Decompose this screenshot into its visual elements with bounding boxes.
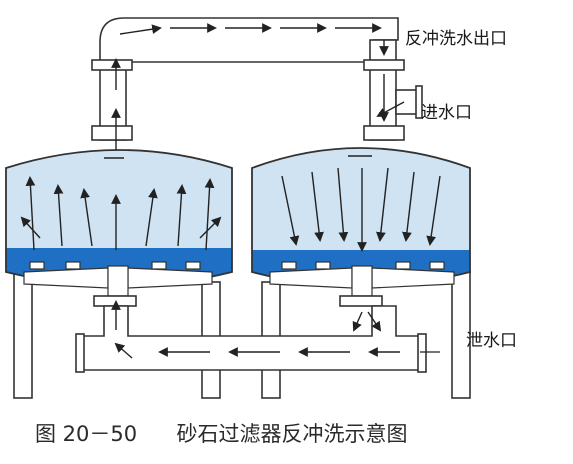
figure-number: 图 20－50	[35, 422, 138, 446]
flow-arrow	[80, 188, 93, 247]
flow-arrow	[119, 24, 162, 35]
backwash-outlet-label: 反冲洗水出口	[405, 29, 507, 49]
flow-arrow	[337, 167, 349, 242]
flow-arrow	[114, 342, 133, 359]
flow-arrow	[426, 175, 441, 246]
flow-arrow	[376, 101, 405, 117]
flow-arrow	[25, 176, 36, 251]
left-filter-tank	[5, 149, 233, 297]
flow-arrow	[176, 184, 187, 247]
flow-arrow	[375, 167, 389, 242]
drain-label: 泄水口	[466, 331, 517, 351]
inlet-label: 进水口	[421, 103, 472, 123]
figure-caption: 图 20－50 砂石过滤器反冲洗示意图	[35, 418, 408, 448]
right-filter-tank	[251, 147, 471, 297]
flow-arrow	[199, 216, 222, 239]
flow-arrow	[367, 311, 382, 332]
support-legs	[13, 267, 471, 399]
bottom-pipe	[75, 295, 427, 373]
flow-arrow	[402, 171, 415, 242]
flow-arrow	[145, 188, 158, 247]
flow-arrow	[204, 178, 215, 251]
flow-arrow	[20, 216, 41, 239]
top-backwash-pipe	[91, 17, 423, 141]
valve-markers	[104, 155, 372, 159]
figure-title: 砂石过滤器反冲洗示意图	[176, 422, 408, 446]
flow-arrow	[311, 171, 324, 242]
flow-arrows	[20, 23, 441, 359]
flow-arrow	[352, 311, 363, 332]
flow-arrow	[281, 175, 300, 246]
flow-arrow	[53, 184, 64, 247]
